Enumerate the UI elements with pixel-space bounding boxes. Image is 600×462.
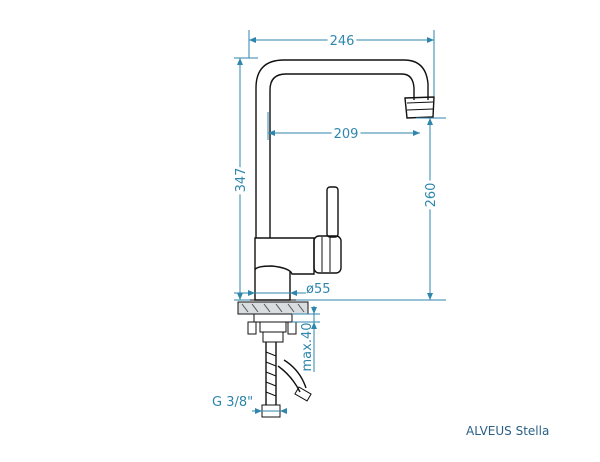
base-diameter-label: ø55 xyxy=(306,282,331,297)
thread-size-label: G 3/8" xyxy=(212,395,253,410)
base-column xyxy=(254,270,291,301)
spout-tube xyxy=(255,59,429,238)
spout-reach-label: 209 xyxy=(334,127,359,142)
faucet-outline xyxy=(237,59,435,418)
countertop xyxy=(237,301,309,315)
aerator xyxy=(404,96,435,119)
outlet-height-label: 260 xyxy=(424,183,439,208)
lever-handle xyxy=(326,186,339,238)
max-thickness-label: max.40 xyxy=(300,323,315,372)
product-name: ALVEUS Stella xyxy=(466,424,549,438)
total-height-label: 347 xyxy=(234,168,249,193)
dimension-lines xyxy=(234,30,446,414)
faucet-body xyxy=(254,237,315,275)
spout-tube-inner xyxy=(269,73,415,238)
mounting-hardware xyxy=(247,313,297,343)
total-width-label: 246 xyxy=(330,34,355,49)
lever-cartridge xyxy=(313,235,342,274)
